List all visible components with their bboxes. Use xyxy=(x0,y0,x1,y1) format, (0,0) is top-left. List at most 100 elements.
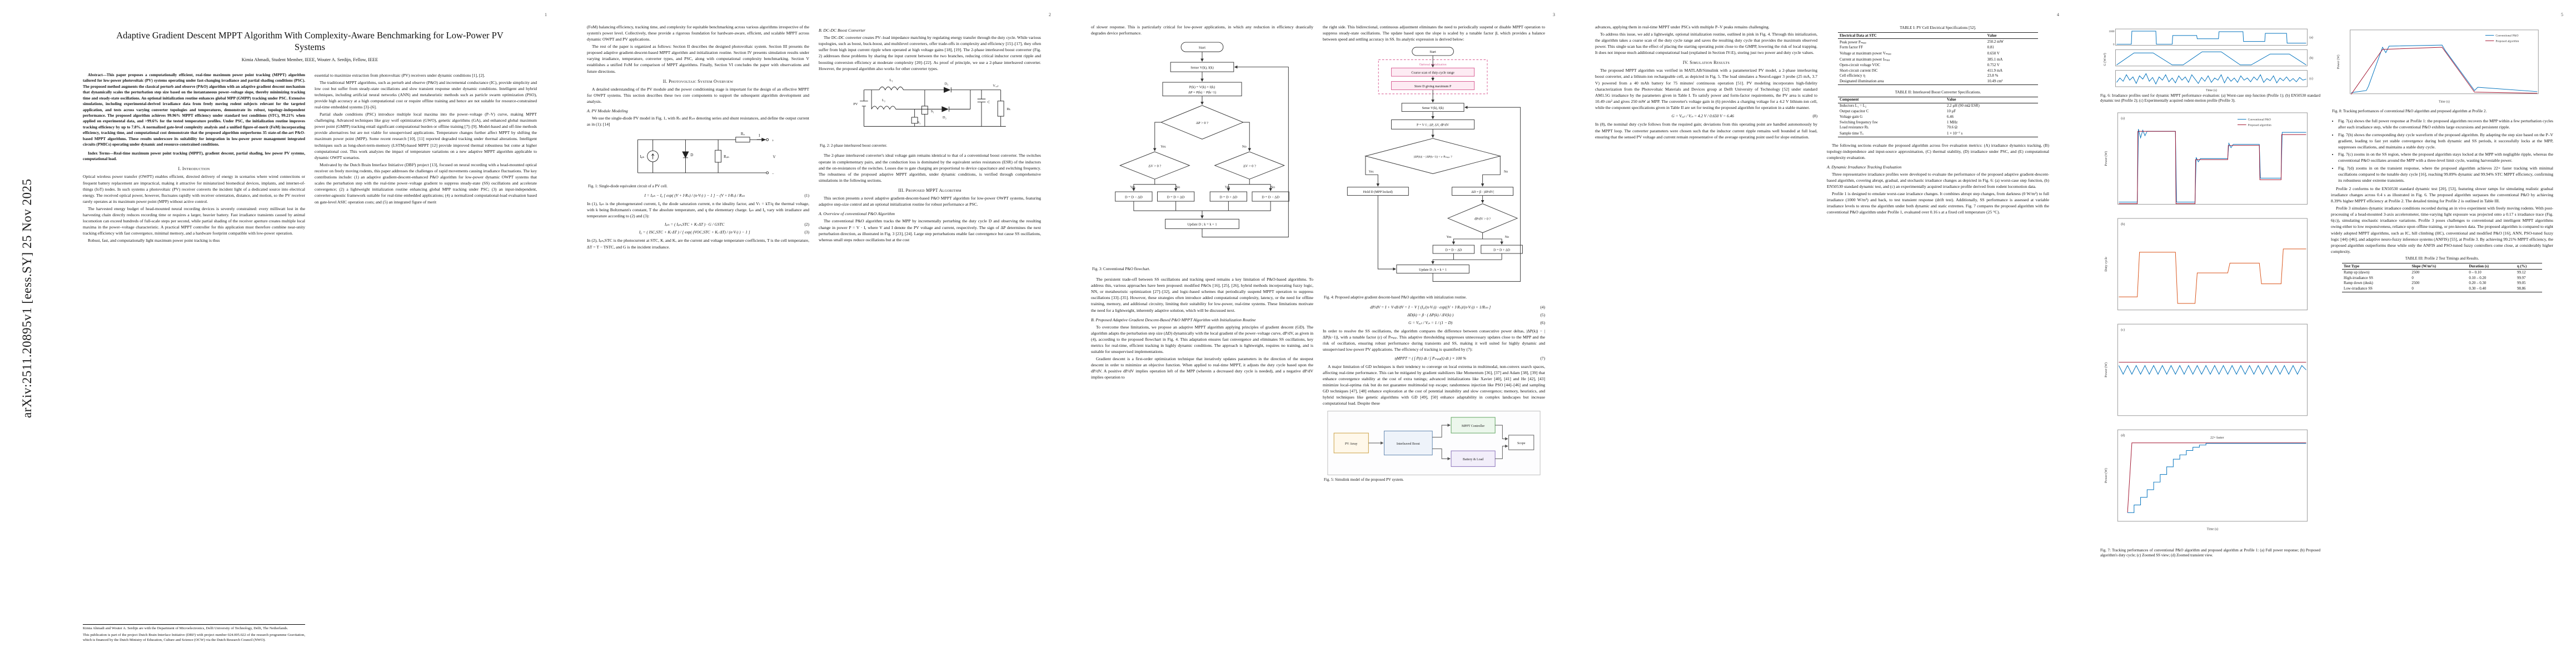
paragraph: The conventional P&O algorithm tracks th… xyxy=(819,218,1041,242)
fig4-proposed-flowchart: Start Optional initialization Coarse sca… xyxy=(1347,47,1523,282)
page-4: 4 advances, applying them in real-time M… xyxy=(1576,9,2068,658)
irradiance-traces xyxy=(2116,31,2306,85)
paragraph: of slower response. This is particularly… xyxy=(1091,24,1313,36)
paragraph: The rest of the paper is organized as fo… xyxy=(587,43,809,74)
page-number: 1 xyxy=(545,12,547,17)
table-header: η (%) xyxy=(2515,263,2542,270)
node-label: ΔV > 0 ? xyxy=(1243,165,1256,168)
paragraph: Profile 3 simulates dynamic irradiance c… xyxy=(2331,205,2553,254)
paragraph: Gradient descent is a first-order optimi… xyxy=(1091,356,1313,380)
legend-label: Proposed algorithm xyxy=(2495,39,2519,43)
label: D₁ xyxy=(945,82,949,86)
figure-caption: Fig. 1: Single-diode equivalent circuit … xyxy=(588,183,667,188)
label: + xyxy=(772,138,774,142)
node-label: P = V·I ; ΔP, ΔV, dP/dV xyxy=(1417,124,1449,127)
figure-caption: Fig. 7: Tracking performances of convent… xyxy=(2100,547,2320,558)
table-header: Slope (W/m²/s) xyxy=(2410,263,2468,270)
label: Vₒᵤₜ xyxy=(993,84,999,88)
paragraph: Motivated by the Dutch Brain Interface I… xyxy=(315,162,537,205)
footnote: This publication is part of the project … xyxy=(83,633,305,642)
table-cell: 0 – 0.10 xyxy=(2469,270,2482,275)
abstract: Abstract—This paper proposes a computati… xyxy=(83,72,305,147)
table-cell: 0 xyxy=(2411,276,2414,280)
column: of slower response. This is particularly… xyxy=(1091,24,1313,486)
table-header: Value xyxy=(1985,32,2038,39)
figure-6: 1000 0 (a) (b) (c) Time (s) G (W/m²) xyxy=(2099,27,2321,92)
footnote: Kimia Ahmadi and Wouter A. Serdijn are w… xyxy=(83,626,288,631)
table-cell: 0.10 – 0.20 xyxy=(2469,276,2487,280)
legend-label: Conventional P&O xyxy=(2495,34,2518,38)
column: advances, applying them in real-time MPP… xyxy=(1595,24,1817,216)
branch-label: Yes xyxy=(1369,171,1374,174)
label: PV xyxy=(853,102,858,106)
table-cell: 99.97 xyxy=(2517,276,2526,280)
simulink-graphic xyxy=(1327,410,1541,475)
chart-traces xyxy=(2118,129,2306,513)
chart-frame xyxy=(2350,29,2539,94)
equation-body: ηMPPT = ( ∫ P(t) dt / ∫ Pₘₚₚ(t) dt ) × 1… xyxy=(1394,355,1467,361)
node-label: Store D giving maximum P xyxy=(1414,85,1452,88)
table-cell: 6.46 xyxy=(1947,115,1954,119)
column: Abstract—This paper proposes a computati… xyxy=(83,72,305,245)
table-cell: 1 MHz xyxy=(1947,120,1958,125)
subsection-heading-proposed-gd: B. Proposed Adaptive Gradient Descent-Ba… xyxy=(1091,317,1256,322)
branch-label: Yes xyxy=(1225,186,1230,190)
table-header: Duration (s) xyxy=(2467,263,2515,270)
equation-body: I = Iₚₕ − I₀ [ exp( (V + I·Rₛ) / (n·Vₜ) … xyxy=(644,192,745,198)
table-header: Test Type xyxy=(2342,263,2410,270)
chart-axis-labels: Time (s) Power (W) xyxy=(2336,54,2450,103)
chart-traces xyxy=(2351,44,2538,94)
table-cell: Sample time Tₛ xyxy=(1838,130,1946,137)
paragraph: The proposed MPPT algorithm was verified… xyxy=(1595,68,1817,111)
node-label: ΔP > 0 ? xyxy=(1196,121,1208,125)
column: essential to maximize extraction from ph… xyxy=(315,72,537,245)
paragraph: In (8), the nominal duty cycle follows f… xyxy=(1595,122,1817,140)
table-cell: 1 × 10⁻⁷ s xyxy=(1945,130,2038,137)
node-label: ΔP = P(k) − P(k−1) xyxy=(1188,91,1216,94)
figure-8: Conventional P&O Proposed algorithm Time… xyxy=(2331,27,2553,108)
label: V xyxy=(773,155,776,159)
fig8-profile2-tracking-chart: Conventional P&O Proposed algorithm Time… xyxy=(2336,29,2539,103)
x-axis-label: Time (s) xyxy=(2206,88,2217,92)
chart-legend: Conventional P&O Proposed algorithm xyxy=(2238,118,2272,127)
table-cell: 10 μF xyxy=(1947,109,1956,113)
chart-axis-labels: 1000 0 (a) (b) (c) Time (s) G (W/m²) xyxy=(2103,30,2313,92)
table-cell: Ramp down (dusk) xyxy=(2344,281,2373,286)
node-label: D = D + ΔD xyxy=(1219,196,1237,200)
label: Rₛ xyxy=(741,132,745,136)
footnotes: Kimia Ahmadi and Wouter A. Serdijn are w… xyxy=(83,624,305,644)
equation-number: (6) xyxy=(1540,320,1545,325)
paper-authors: Kimia Ahmadi, Student Member, IEEE, Wout… xyxy=(241,57,378,62)
init-section-label: Optional initialization xyxy=(1419,63,1447,67)
column: 1000 0 (a) (b) (c) Time (s) G (W/m²) Fig… xyxy=(2099,24,2321,563)
fig3-po-flowchart: Start Sense V(k), I(k) P(k) = V(k) × I(k… xyxy=(1115,42,1289,238)
node-label: Start xyxy=(1429,51,1436,54)
y-axis-label: Power (W) xyxy=(2104,151,2108,166)
column: the right side. This bidirectional, cont… xyxy=(1323,24,1545,486)
chart-frames xyxy=(2115,28,2308,87)
branch-label: No xyxy=(1175,186,1180,190)
label: C xyxy=(988,100,990,104)
table-header: Electrical Data at STC xyxy=(1838,32,1986,39)
branch-label: Yes xyxy=(1160,145,1166,149)
figure-3: Start Sense V(k), I(k) P(k) = V(k) × I(k… xyxy=(1091,39,1313,266)
paragraph: The 2-phase interleaved converter's idea… xyxy=(819,153,1041,183)
table-cell: 2.2 μH (90 mΩ ESR) xyxy=(1947,104,1980,108)
fig7-observations-list: Fig. 7(a) shows the full power response … xyxy=(2338,118,2553,183)
bullet-item: Fig. 7(b) shows the corresponding duty c… xyxy=(2338,132,2553,150)
label: D₂ xyxy=(943,116,946,120)
table-cell: 99.05 xyxy=(2517,281,2526,286)
equation: G = Vₒᵤₜ / Vᵢₙ = 4.2 V / 0.650 V = 6.46(… xyxy=(1595,113,1817,118)
branch-label: No xyxy=(1505,236,1509,240)
table-cell: 0.650 V xyxy=(1987,51,2000,56)
flowchart-arrows xyxy=(1365,56,1521,282)
label: Rʟ xyxy=(1007,107,1011,111)
block-label: Scope xyxy=(1517,442,1526,445)
page-3: 3 of slower response. This is particular… xyxy=(1072,9,1564,658)
